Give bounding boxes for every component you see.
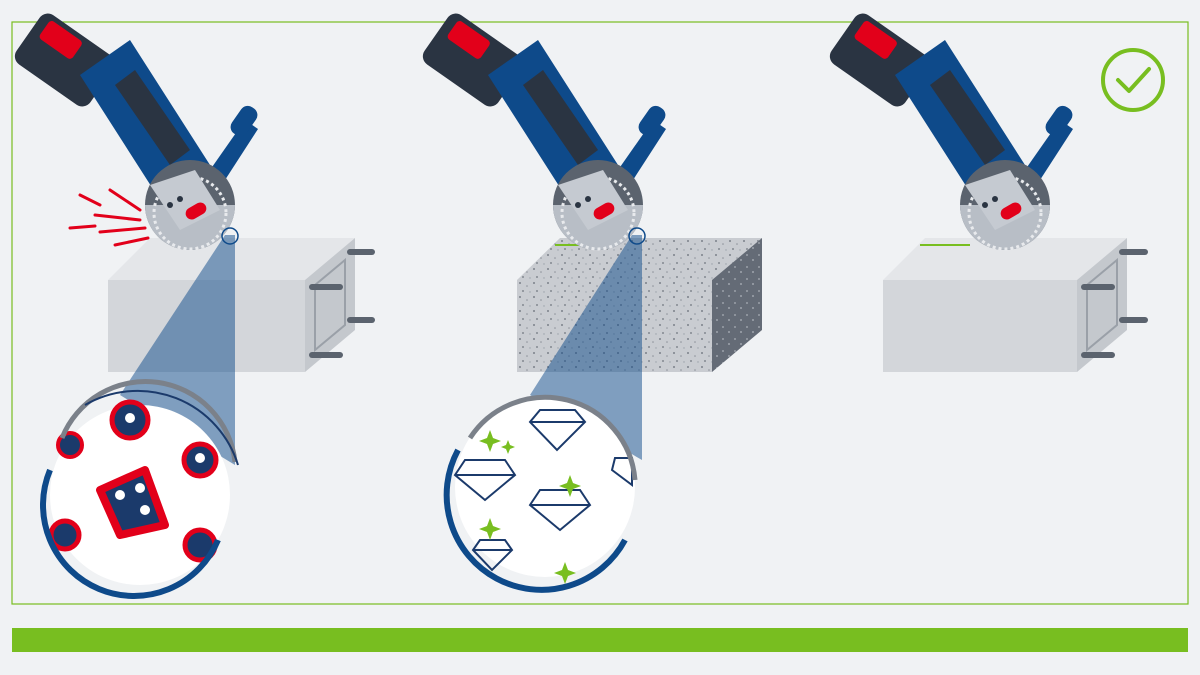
checkmark-icon xyxy=(1101,48,1165,112)
concrete-block xyxy=(883,238,1148,372)
magnifier-abrasive xyxy=(40,379,239,599)
angle-grinder-icon xyxy=(9,8,263,252)
angle-grinder-icon xyxy=(417,8,671,252)
panel-1 xyxy=(9,8,375,599)
panel-frame xyxy=(11,21,1189,605)
spark-icons xyxy=(479,430,581,584)
magnifier-diamond xyxy=(443,394,638,593)
panel-2 xyxy=(417,8,762,593)
accent-bar xyxy=(12,628,1188,652)
angle-grinder-icon xyxy=(824,8,1078,252)
concrete-block xyxy=(108,238,375,372)
panel-3 xyxy=(824,8,1165,372)
sparks-icon xyxy=(68,188,150,247)
